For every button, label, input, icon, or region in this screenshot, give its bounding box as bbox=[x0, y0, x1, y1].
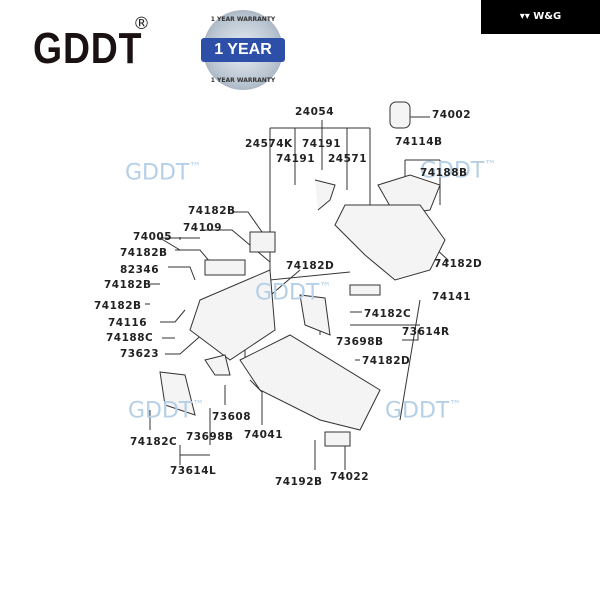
registered-mark: ® bbox=[133, 14, 150, 34]
part-label: 74191 bbox=[276, 153, 316, 165]
part-label: 74191 bbox=[302, 138, 342, 150]
part-label: 74182D bbox=[434, 258, 483, 270]
brand-logo: GDDT bbox=[33, 24, 143, 73]
watermark: GDDT™ bbox=[125, 160, 202, 186]
part-label: 73698B bbox=[186, 431, 234, 443]
front-panel-73623 bbox=[189, 269, 276, 361]
part-label: 74005 bbox=[133, 231, 173, 243]
watermark: GDDT™ bbox=[255, 280, 332, 306]
part-label: 74041 bbox=[244, 429, 284, 441]
side-cover-l bbox=[159, 371, 196, 416]
part-label: 74141 bbox=[432, 291, 472, 303]
part-label: 74188C bbox=[106, 332, 154, 344]
part-label: 74188B bbox=[420, 167, 468, 179]
part-label: 74022 bbox=[330, 471, 370, 483]
part-label: 73698B bbox=[336, 336, 384, 348]
wire-harness bbox=[314, 179, 336, 211]
cup-holder-insert bbox=[389, 101, 411, 129]
corner-brand: ▾▾ W&G bbox=[481, 0, 600, 34]
part-label: 74116 bbox=[108, 317, 148, 329]
part-label: 74182B bbox=[104, 279, 152, 291]
part-label: 74182C bbox=[130, 436, 178, 448]
badge-main: 1 YEAR bbox=[201, 38, 285, 62]
part-label: 73623 bbox=[120, 348, 160, 360]
corner-brand-text: W&G bbox=[533, 11, 562, 22]
part-label: 74109 bbox=[183, 222, 223, 234]
badge-arc-bottom: 1 YEAR WARRANTY bbox=[210, 77, 276, 84]
part-label: 82346 bbox=[120, 264, 160, 276]
part-label: 74182B bbox=[120, 247, 168, 259]
part-label: 73614R bbox=[402, 326, 450, 338]
panel-74005 bbox=[204, 259, 246, 276]
watermark: GDDT™ bbox=[420, 158, 497, 184]
part-label: 74192B bbox=[275, 476, 323, 488]
rear-console bbox=[334, 204, 446, 281]
part-label: 24571 bbox=[328, 153, 368, 165]
panel-74141 bbox=[349, 284, 381, 296]
trim-73608 bbox=[204, 354, 231, 376]
part-label: 73614L bbox=[170, 465, 217, 477]
switch-74109 bbox=[249, 231, 276, 253]
part-label: 74114B bbox=[395, 136, 443, 148]
part-label: 24054 bbox=[295, 106, 335, 118]
badge-arc-top: 1 YEAR WARRANTY bbox=[210, 16, 276, 23]
part-label: 74182C bbox=[364, 308, 412, 320]
watermark: GDDT™ bbox=[385, 398, 462, 424]
warranty-badge: 1 YEAR WARRANTY 1 YEAR 1 YEAR WARRANTY bbox=[201, 10, 285, 90]
side-cover-r bbox=[299, 294, 331, 336]
part-label: 74182B bbox=[94, 300, 142, 312]
part-label: 73608 bbox=[212, 411, 252, 423]
part-label: 74002 bbox=[432, 109, 472, 121]
watermark: GDDT™ bbox=[128, 398, 205, 424]
parts-shapes bbox=[159, 101, 446, 447]
part-label: 74182D bbox=[362, 355, 411, 367]
part-label: 24574K bbox=[245, 138, 293, 150]
part-label: 74182D bbox=[286, 260, 335, 272]
bracket-74022 bbox=[324, 431, 351, 447]
console-box-74041 bbox=[239, 334, 381, 431]
part-label: 74182B bbox=[188, 205, 236, 217]
